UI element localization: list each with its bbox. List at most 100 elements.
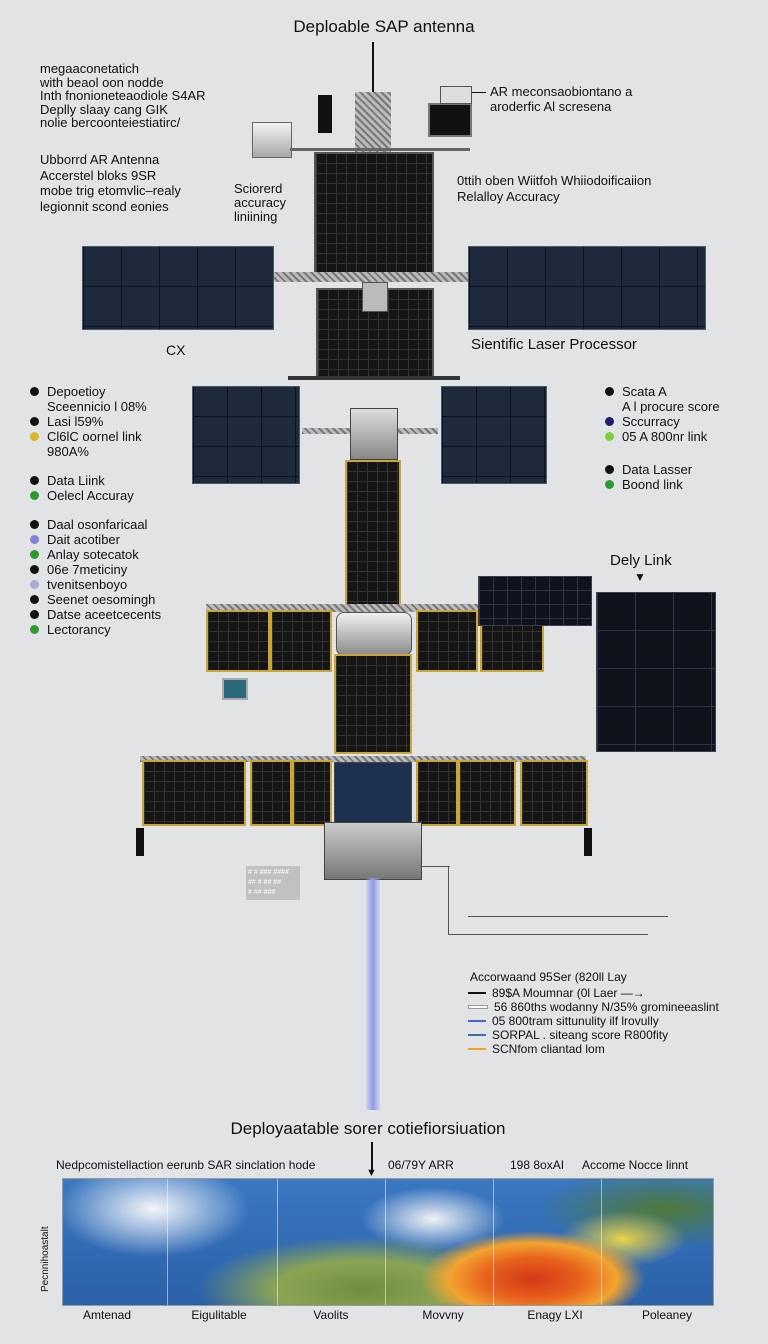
core-dome <box>336 612 412 656</box>
left-legend: Depoetioy Sceennicio l 08% Lasi l59% Cl6… <box>30 384 161 637</box>
thruster-beam <box>366 878 380 1110</box>
sensor-box <box>252 122 292 158</box>
legend-label: tvenitsenboyo <box>47 578 127 592</box>
legend-label: Lectorancy <box>47 623 111 637</box>
legend-label: A l procure score <box>622 400 720 414</box>
deck-beam <box>288 376 460 380</box>
legend-label: Cl6lC oornel link <box>47 430 142 444</box>
legend-item: SCNfom cliantad lom <box>468 1042 719 1056</box>
upper-crossbar <box>270 272 498 282</box>
map-gridline <box>277 1179 278 1305</box>
legend-item: Daal osonfaricaal <box>30 517 161 532</box>
map-bottom-labels: Amtenad Eigulitable Vaolits Movvny Enagy… <box>62 1308 712 1322</box>
legend-item: Scata A <box>605 384 720 399</box>
delay-link-arrow: ▼ <box>634 570 646 584</box>
legend-item: 06e 7meticiny <box>30 562 161 577</box>
map-gridline <box>601 1179 602 1305</box>
lower-panel-3 <box>292 760 332 826</box>
wing-panel-left-1 <box>206 610 270 672</box>
top-truss <box>355 92 391 152</box>
leader-line <box>448 934 648 935</box>
legend-label: Data Lasser <box>622 463 692 477</box>
legend-dot <box>30 491 39 500</box>
lower-panel-6 <box>520 760 588 826</box>
propulsion-module <box>324 822 422 880</box>
tiny-label-box: # # ### #### ## # ## ## # ## ### <box>246 866 300 900</box>
map-bottom-label: Amtenad <box>62 1308 152 1322</box>
legend-swatch <box>468 992 486 994</box>
map-bottom-label: Enagy LXI <box>510 1308 600 1322</box>
legend-item: Sceennicio l 08% <box>30 399 161 414</box>
lower-column-panel <box>334 654 412 754</box>
lower-panel-5 <box>458 760 516 826</box>
legend-item: 05 A 800nr link <box>605 429 720 444</box>
legend-swatch <box>468 1048 486 1050</box>
map-bottom-label: Poleaney <box>622 1308 712 1322</box>
core-module <box>350 408 398 460</box>
legend-item: Cl6lC oornel link <box>30 429 161 444</box>
legend-dot <box>30 535 39 544</box>
legend-item: Dait acotiber <box>30 532 161 547</box>
legend-dot <box>30 432 39 441</box>
legend-label: SCNfom cliantad lom <box>492 1042 605 1056</box>
legend-item: Lasi l59% <box>30 414 161 429</box>
legend-dot <box>605 432 614 441</box>
legend-label: Sccurracy <box>622 415 680 429</box>
legend-label: Dait acotiber <box>47 533 120 547</box>
legend-item: Anlay sotecatok <box>30 547 161 562</box>
map-gridline <box>385 1179 386 1305</box>
legend-dot <box>605 465 614 474</box>
legend-swatch <box>468 1034 486 1036</box>
map-header-mid: 06/79Y ARR <box>388 1158 454 1172</box>
map-bottom-label: Movvny <box>398 1308 488 1322</box>
antenna-module <box>318 95 332 133</box>
legend-label: Boond link <box>622 478 683 492</box>
legend-item: 980A% <box>30 444 161 459</box>
legend-label: Depoetioy <box>47 385 106 399</box>
label-laser-processor: Sientific Laser Processor <box>471 338 637 352</box>
legend-label: 56 860ths wodanny N/35% gromineeaslint <box>494 1000 719 1014</box>
legend-item: A l procure score <box>605 399 720 414</box>
wing-panel-right-1 <box>416 610 478 672</box>
legend-dot <box>30 476 39 485</box>
delay-link-panel-top <box>478 576 592 626</box>
lower-panel-4 <box>416 760 458 826</box>
leader-line <box>448 866 449 934</box>
legend-item: Data Liink <box>30 473 161 488</box>
legend-label: Sceennicio l 08% <box>47 400 147 414</box>
tiny-label-line: # # ### #### <box>248 868 298 878</box>
sensor-box <box>440 86 472 104</box>
legend-dot <box>30 610 39 619</box>
map-ylabel: Pecnnihoastalt <box>40 1182 51 1292</box>
solar-array-right-2 <box>441 386 547 484</box>
legend-item: 89$A Moumnar (0l Laer —→ <box>468 986 719 1000</box>
legend-item: SORPAL . siteang score R800fity <box>468 1028 719 1042</box>
map-header-r1: 198 8oxAI <box>510 1158 564 1172</box>
legend-item: Data Lasser <box>605 462 720 477</box>
bottom-legend: Accorwaand 95Ser (820ll Lay 89$A Moumnar… <box>468 970 719 1056</box>
legend-dot <box>30 520 39 529</box>
label-cx: CX <box>166 343 185 357</box>
leader-line <box>468 916 668 917</box>
legend-item: Oelecl Accuray <box>30 488 161 503</box>
legend-label: Data Liink <box>47 474 105 488</box>
bottom-legend-title: Accorwaand 95Ser (820ll Lay <box>468 970 719 984</box>
legend-item: 05 800tram sittunulity ilf lrovully <box>468 1014 719 1028</box>
legend-label: Scata A <box>622 385 667 399</box>
lower-center-panel <box>334 762 412 824</box>
legend-label: Anlay sotecatok <box>47 548 139 562</box>
solar-array-right <box>468 246 706 330</box>
tiny-label-line: ## # ## ## <box>248 878 298 888</box>
legend-label: 05 800tram sittunulity ilf lrovully <box>492 1014 659 1028</box>
legend-dot <box>30 595 39 604</box>
legend-swatch <box>468 1020 486 1022</box>
leader-line <box>420 866 450 867</box>
map-header-r2: Accome Nocce linnt <box>582 1158 688 1172</box>
legend-item: Boond link <box>605 477 720 492</box>
legend-dot <box>30 625 39 634</box>
lower-panel-1 <box>142 760 246 826</box>
central-column-panel <box>345 460 401 610</box>
legend-label: 980A% <box>47 445 89 459</box>
label-delay-link: Dely Link <box>610 554 672 568</box>
strut-left <box>136 828 144 856</box>
